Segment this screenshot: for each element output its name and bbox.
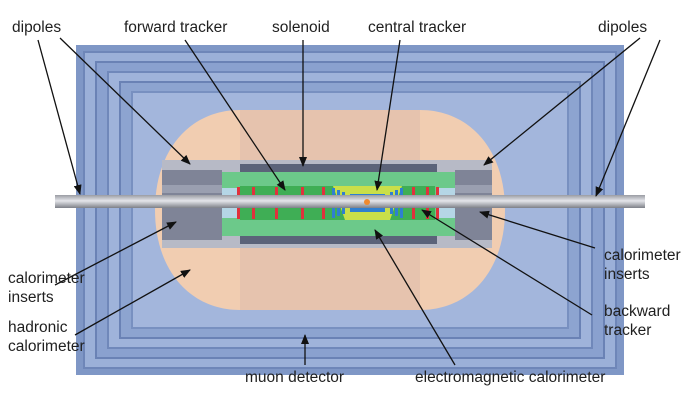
label-dipoles-right: dipoles [598,19,647,36]
label-solenoid: solenoid [272,19,330,36]
solenoid-top [240,164,437,172]
label-dipoles-left: dipoles [12,19,61,36]
label-electromagnetic-calorimeter: electromagnetic calorimeter [415,369,605,386]
label-backward-tracker-2: tracker [604,322,651,339]
label-muon-detector: muon detector [245,369,344,386]
label-calorimeter-inserts-right-2: inserts [604,266,650,283]
label-backward-tracker-1: backward [604,303,670,320]
label-calorimeter-inserts-left-2: inserts [8,289,54,306]
beam-pipe [55,195,645,208]
label-hadronic-calorimeter-2: calorimeter [8,338,85,355]
solenoid-bottom [240,236,437,244]
label-calorimeter-inserts-right-1: calorimeter [604,247,681,264]
interaction-point [364,199,370,205]
label-forward-tracker: forward tracker [124,19,227,36]
label-calorimeter-inserts-left-1: calorimeter [8,270,85,287]
arrows [37,37,661,366]
label-hadronic-calorimeter-1: hadronic [8,319,68,336]
label-central-tracker: central tracker [368,19,466,36]
